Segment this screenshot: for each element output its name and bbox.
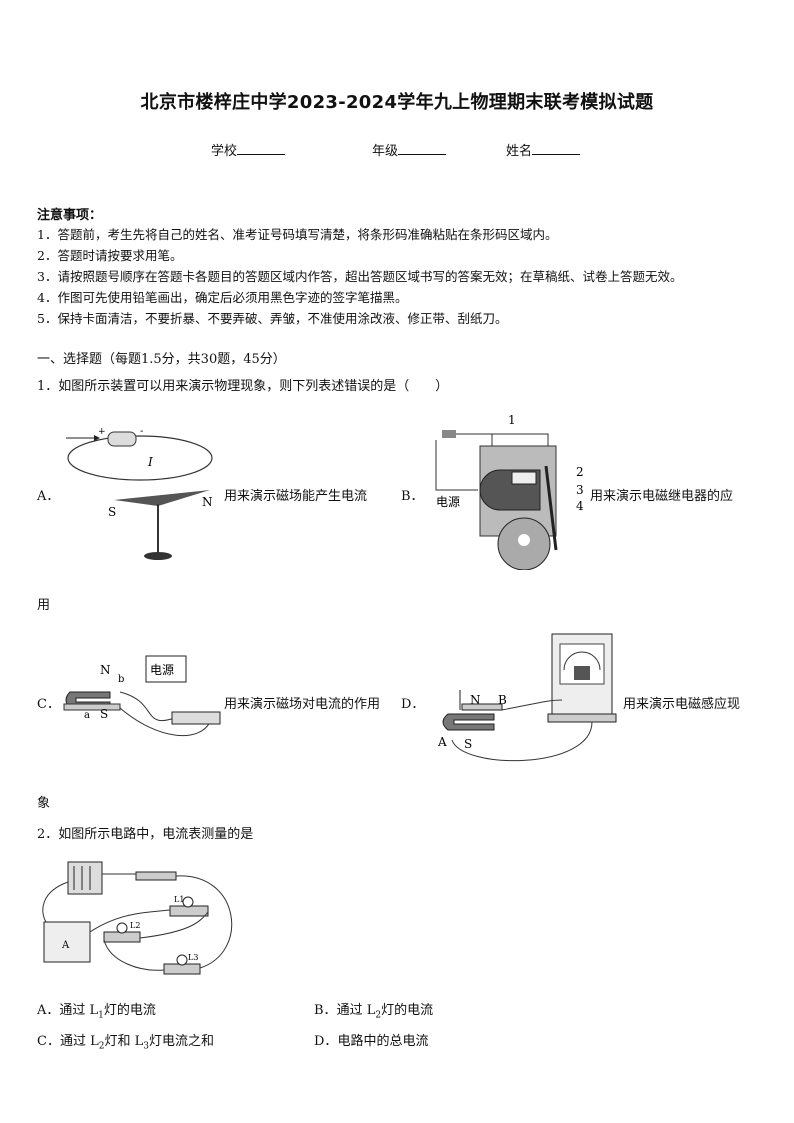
figure-b-label-3: 3	[576, 483, 584, 497]
q2-option-c[interactable]: C．通过 L2灯和 L3灯电流之和	[37, 1034, 214, 1052]
figure-d-n-label: N	[470, 693, 481, 707]
q1-figure-b: 1 2 3 4 电源	[435, 413, 584, 570]
page-title: 北京市楼梓庄中学2023-2024学年九上物理期末联考模拟试题	[140, 92, 654, 113]
q1-option-c-letter: C．	[37, 697, 60, 712]
l3-label: L3	[188, 953, 198, 962]
figure-c-n-label: N	[100, 663, 111, 677]
q1-option-b-continuation: 用	[37, 598, 51, 613]
figure-a-n-label: N	[202, 495, 213, 509]
q1-figure-a: + - I S N	[66, 426, 213, 560]
note-item: 1．答题前，考生先将自己的姓名、准考证号码填写清楚，将条形码准确粘贴在条形码区域…	[37, 227, 558, 242]
q1-option-a-text: 用来演示磁场能产生电流	[224, 489, 368, 504]
figure-a-current-label: I	[147, 455, 153, 469]
q1-option-c-text: 用来演示磁场对电流的作用	[224, 697, 381, 712]
q1-figure-c: 电源 N b a S	[63, 655, 221, 737]
school-blank[interactable]	[237, 142, 286, 155]
grade-blank[interactable]	[398, 142, 447, 155]
q1-figure-d: N B A S	[437, 633, 617, 762]
q2-option-b[interactable]: B．通过 L2灯的电流	[314, 1003, 434, 1021]
figure-c-a-label: a	[84, 710, 90, 721]
figure-c-b-label: b	[118, 674, 124, 685]
q1-option-a-letter: A．	[37, 489, 60, 504]
figure-b-label-1: 1	[508, 413, 516, 427]
figure-b-label-2: 2	[576, 465, 584, 479]
q1-option-b-letter: B．	[401, 489, 424, 504]
figure-b-power-label: 电源	[436, 495, 460, 509]
figure-a-minus: -	[140, 426, 143, 437]
name-blank[interactable]	[532, 142, 581, 155]
figure-a-s-label: S	[108, 505, 116, 519]
note-item: 4．作图可先使用铅笔画出，确定后必须用黑色字迹的签字笔描黑。	[37, 290, 408, 305]
q1-option-b-text: 用来演示电磁继电器的应	[590, 489, 734, 504]
note-item: 5．保持卡面清洁，不要折暴、不要弄破、弄皱，不准使用涂改液、修正带、刮纸刀。	[37, 311, 508, 326]
q2-circuit-figure: A L1 L2 L3	[42, 861, 233, 975]
school-field: 学校	[211, 140, 286, 159]
figure-c-power-label: 电源	[150, 663, 174, 677]
section-heading: 一、选择题（每题1.5分，共30题，45分）	[37, 352, 286, 367]
question-2-stem: 2．如图所示电路中，电流表测量的是	[37, 827, 254, 842]
figure-a-plus: +	[98, 427, 106, 437]
q2-option-d[interactable]: D．电路中的总电流	[314, 1034, 429, 1049]
q1-option-d-text: 用来演示电磁感应现	[623, 697, 741, 712]
note-item: 2．答题时请按要求用笔。	[37, 248, 183, 263]
l1-label: L1	[174, 895, 184, 904]
note-item: 3．请按照题号顺序在答题卡各题目的答题区域内作答，超出答题区域书写的答案无效；在…	[37, 269, 683, 284]
name-field: 姓名	[506, 140, 581, 159]
q2-option-a[interactable]: A．通过 L1灯的电流	[37, 1003, 156, 1021]
figure-c-s-label: S	[100, 707, 108, 721]
q1-option-d-continuation: 象	[37, 796, 51, 811]
figure-d-b-label: B	[498, 693, 507, 707]
notes-heading: 注意事项：	[37, 208, 103, 223]
q1-option-d-letter: D．	[401, 697, 425, 712]
ammeter-label: A	[61, 940, 70, 951]
l2-label: L2	[130, 921, 140, 930]
grade-field: 年级	[372, 140, 447, 159]
figure-d-s-label: S	[464, 737, 472, 751]
figure-b-label-4: 4	[576, 499, 584, 513]
question-1-stem: 1．如图所示装置可以用来演示物理现象，则下列表述错误的是（ ）	[37, 379, 449, 394]
figure-d-a-label: A	[437, 735, 447, 749]
